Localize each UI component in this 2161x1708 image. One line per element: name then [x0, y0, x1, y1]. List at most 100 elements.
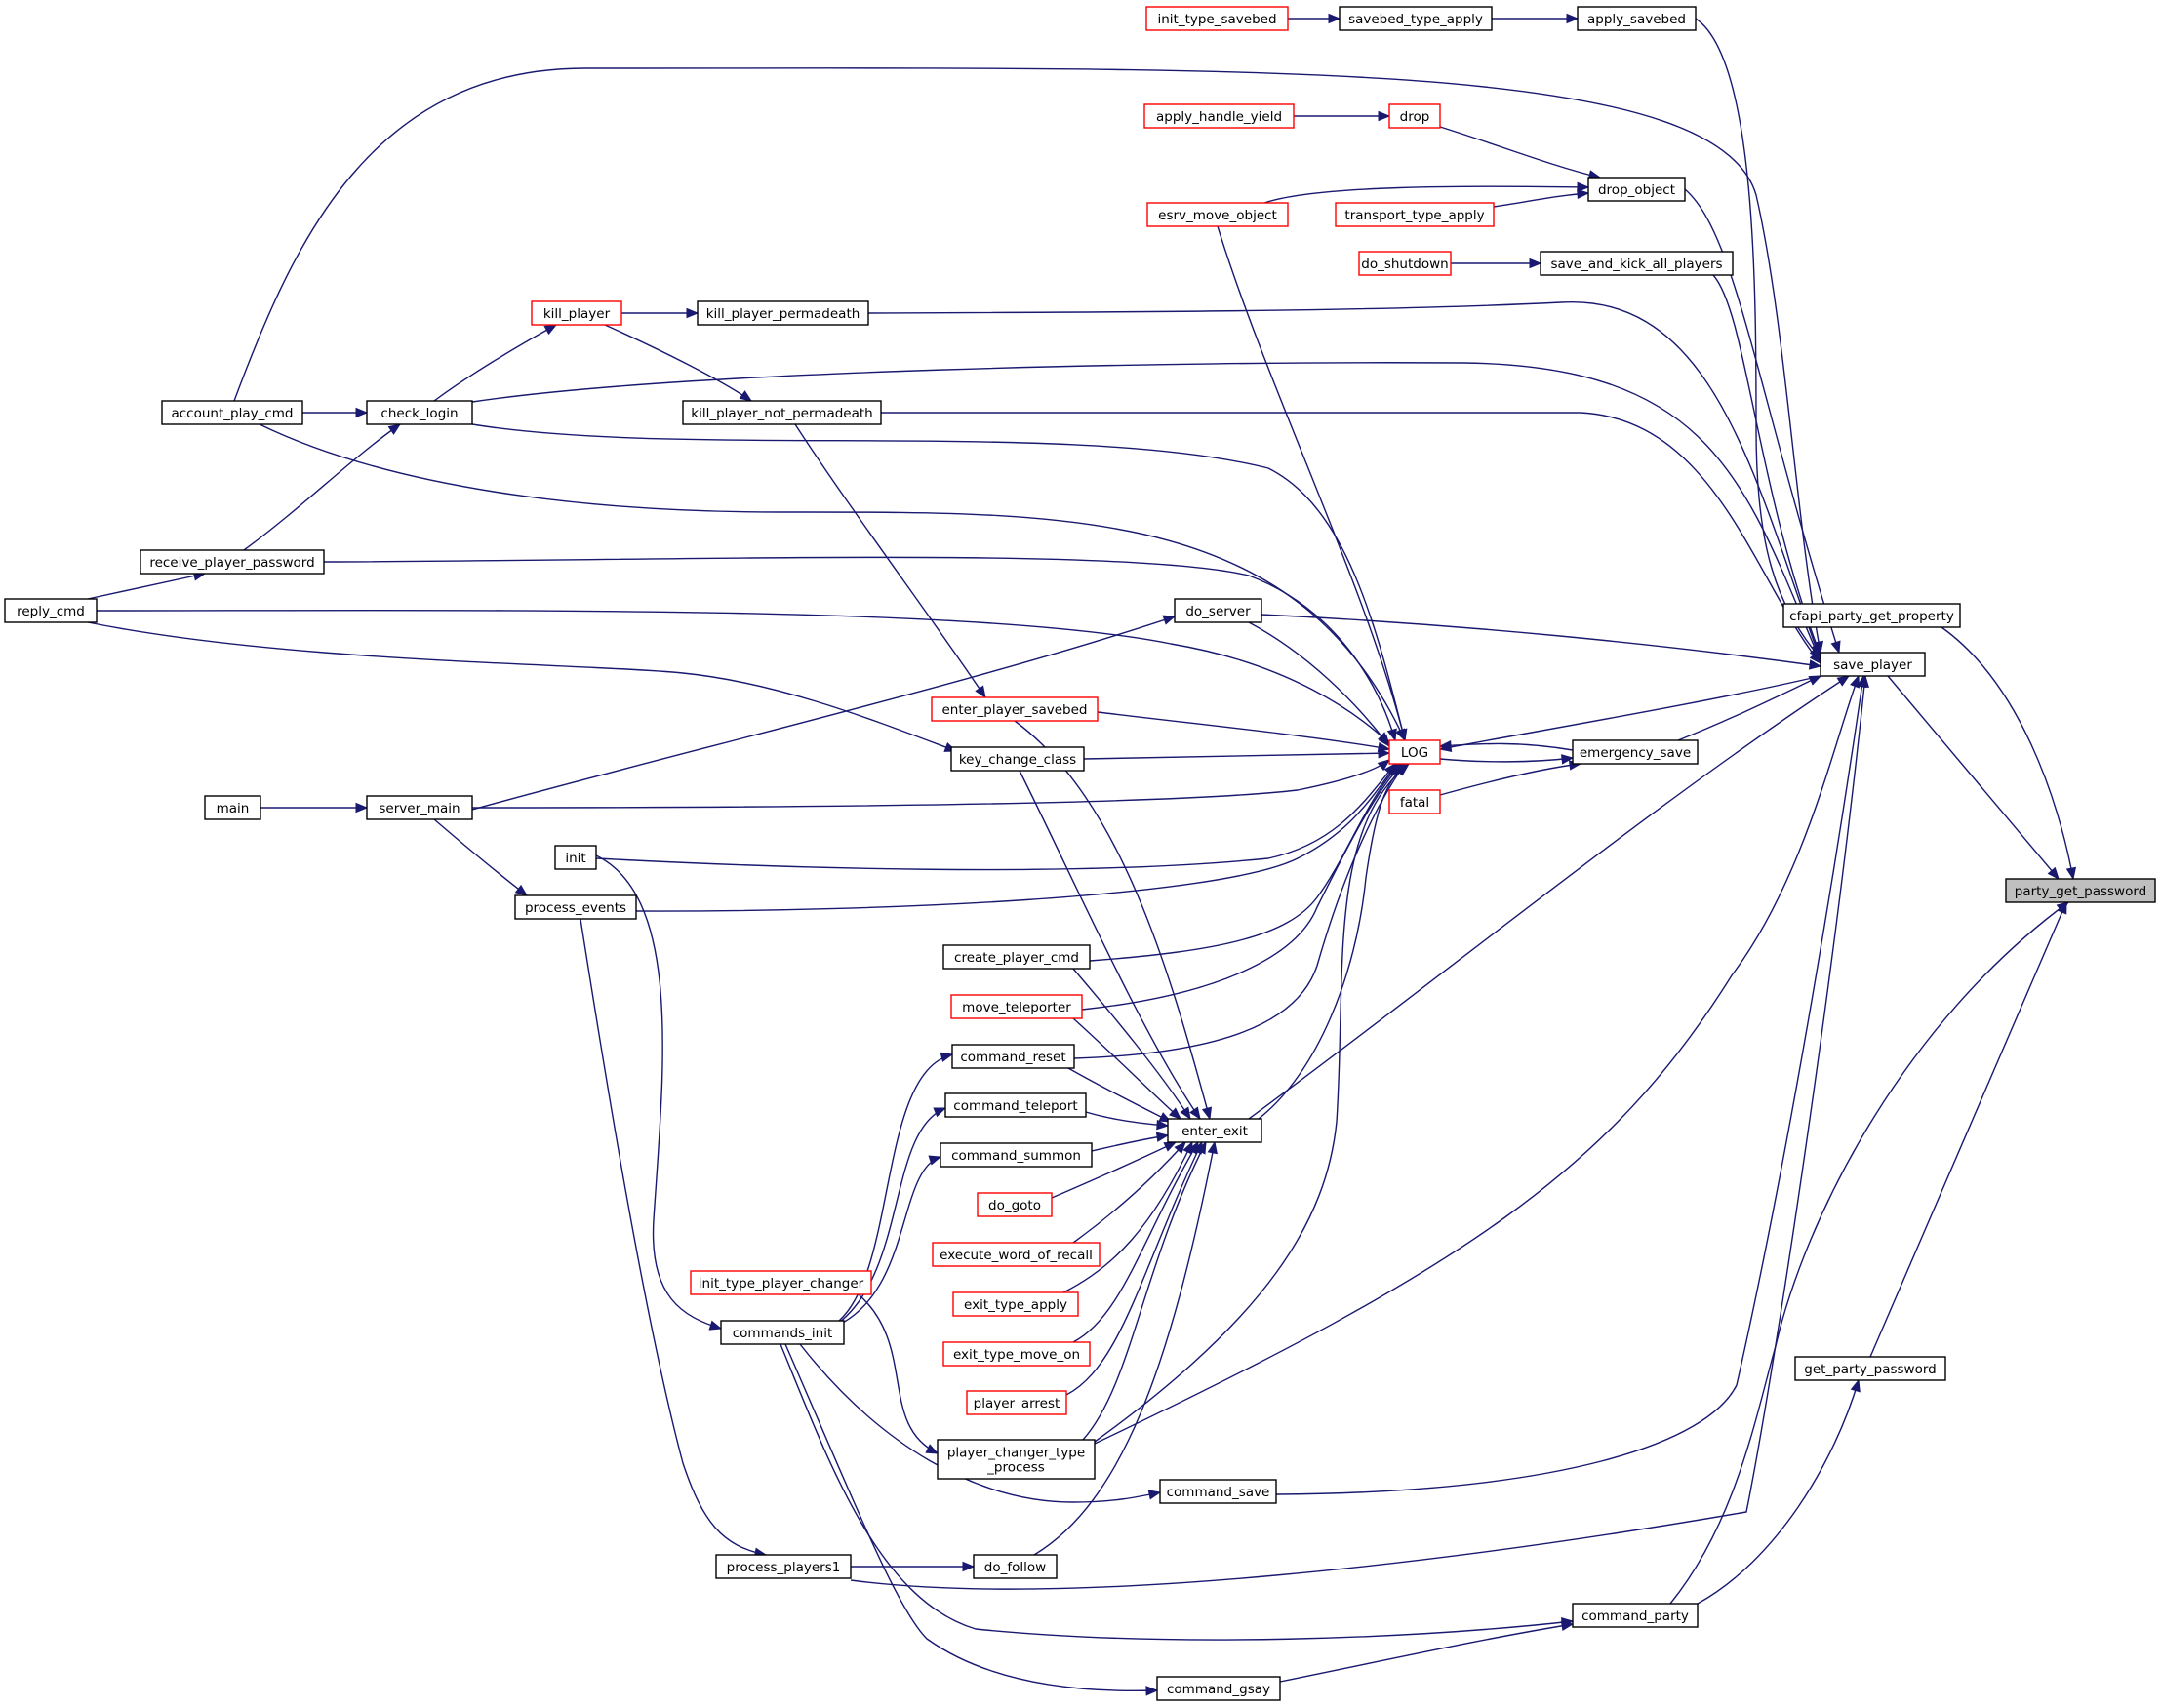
node-save-player[interactable]: save_player — [1820, 652, 1926, 677]
node-init-type-player-changer[interactable]: init_type_player_changer — [690, 1270, 872, 1295]
edge-account_play_cmd-to-LOG — [259, 423, 1406, 742]
node-key-change-class[interactable]: key_change_class — [950, 746, 1085, 772]
node-execute-word-of-recall[interactable]: execute_word_of_recall — [932, 1242, 1101, 1267]
node-label: fatal — [1400, 795, 1429, 811]
node-box — [1358, 251, 1452, 276]
edge-process_events-to-process_players1 — [580, 918, 768, 1558]
arrowhead-icon — [925, 1444, 940, 1454]
edge-cfapi_party_get_property-to-party_get_password — [1941, 626, 2077, 881]
node-do-follow[interactable]: do_follow — [973, 1554, 1058, 1579]
node-box — [1388, 789, 1441, 814]
edge-do_server-to-save_player — [1261, 614, 1822, 670]
node-commands-init[interactable]: commands_init — [720, 1320, 845, 1345]
arrowhead-icon — [1397, 728, 1408, 742]
node-enter-exit[interactable]: enter_exit — [1167, 1118, 1262, 1143]
node-box — [366, 795, 473, 820]
node-exit-type-apply[interactable]: exit_type_apply — [952, 1291, 1079, 1317]
node-label: command_teleport — [953, 1098, 1077, 1114]
edge-commands_init-to-command_summon — [838, 1155, 942, 1326]
edge-line — [1684, 188, 1840, 654]
node-drop[interactable]: drop — [1388, 103, 1441, 129]
node-label: receive_player_password — [149, 555, 314, 571]
node-move-teleporter[interactable]: move_teleporter — [950, 994, 1083, 1019]
node-server-main[interactable]: server_main — [366, 795, 473, 820]
node-player-arrest[interactable]: player_arrest — [966, 1390, 1067, 1415]
arrowhead-icon — [1808, 659, 1822, 670]
arrowhead-icon — [1850, 674, 1860, 689]
edge-line — [784, 1343, 1158, 1692]
arrowhead-icon — [708, 1320, 723, 1331]
node-kill-player-permadeath[interactable]: kill_player_permadeath — [697, 300, 869, 326]
edge-init-to-commands_init — [595, 854, 723, 1331]
node-process-events[interactable]: process_events — [514, 894, 637, 920]
node-do-shutdown[interactable]: do_shutdown — [1358, 251, 1452, 276]
node-kill-player[interactable]: kill_player — [531, 300, 622, 326]
edge-line — [1439, 757, 1574, 763]
edge-line — [1712, 274, 1821, 656]
node-label: player_changer_type — [947, 1446, 1085, 1461]
edge-line — [580, 918, 767, 1556]
node-do-server[interactable]: do_server — [1174, 598, 1262, 623]
node-get-party-password[interactable]: get_party_password — [1794, 1356, 1946, 1381]
arrowhead-icon — [1168, 1107, 1181, 1120]
node-apply-handle-yield[interactable]: apply_handle_yield — [1143, 103, 1295, 129]
node-player-changer-type-process[interactable]: player_changer_type_process — [937, 1439, 1096, 1480]
edge-line — [635, 763, 1398, 912]
node-box — [690, 1270, 872, 1295]
edge-line — [96, 609, 1390, 744]
edge-line — [1072, 1141, 1186, 1244]
node-label: party_get_password — [2015, 884, 2146, 899]
node-account-play-cmd[interactable]: account_play_cmd — [161, 400, 303, 425]
edge-init_type_savebed-to-savebed_type_apply — [1288, 13, 1341, 24]
node-drop-object[interactable]: drop_object — [1587, 177, 1686, 202]
node-main[interactable]: main — [204, 795, 261, 820]
node-command-gsay[interactable]: command_gsay — [1156, 1676, 1281, 1701]
node-command-summon[interactable]: command_summon — [940, 1142, 1093, 1168]
arrowhead-icon — [1836, 675, 1851, 687]
node-apply-savebed[interactable]: apply_savebed — [1577, 6, 1697, 31]
node-LOG[interactable]: LOG — [1388, 739, 1441, 765]
edge-line — [1439, 763, 1581, 796]
node-create-player-cmd[interactable]: create_player_cmd — [942, 944, 1091, 970]
node-command-save[interactable]: command_save — [1159, 1479, 1277, 1504]
node-check-login[interactable]: check_login — [366, 400, 473, 425]
node-init-type-savebed[interactable]: init_type_savebed — [1145, 6, 1289, 31]
edge-command_save-to-save_player — [1275, 674, 1867, 1495]
edge-line — [433, 324, 557, 402]
node-init[interactable]: init — [554, 845, 597, 870]
node-box — [950, 994, 1083, 1019]
node-label: do_follow — [984, 1560, 1046, 1575]
edge-apply_handle_yield-to-drop — [1294, 110, 1391, 122]
node-transport-type-apply[interactable]: transport_type_apply — [1335, 202, 1495, 227]
node-command-party[interactable]: command_party — [1572, 1603, 1699, 1628]
node-command-teleport[interactable]: command_teleport — [944, 1092, 1087, 1118]
arrowhead-icon — [1577, 181, 1590, 193]
edge-line — [1072, 968, 1191, 1120]
node-exit-type-move-on[interactable]: exit_type_move_on — [942, 1341, 1091, 1367]
node-kill-player-not-permadeath[interactable]: kill_player_not_permadeath — [682, 400, 882, 425]
node-esrv-move-object[interactable]: esrv_move_object — [1146, 202, 1289, 227]
arrowhead-icon — [739, 390, 753, 402]
node-savebed-type-apply[interactable]: savebed_type_apply — [1339, 6, 1493, 31]
edge-enter_exit-to-save_player — [1248, 675, 1851, 1120]
node-enter-player-savebed[interactable]: enter_player_savebed — [931, 696, 1099, 722]
node-label: command_summon — [951, 1148, 1081, 1164]
arrowhead-icon — [1809, 651, 1821, 665]
edge-drop_object-to-save_player — [1684, 188, 1841, 655]
node-emergency-save[interactable]: emergency_save — [1572, 739, 1699, 765]
edge-line — [595, 763, 1396, 871]
edge-init_type_player_changer-to-player_changer_type_process — [858, 1293, 940, 1454]
arrowhead-icon — [1174, 1141, 1186, 1155]
edge-line — [471, 423, 1406, 741]
arrowhead-icon — [686, 307, 700, 319]
arrowhead-icon — [933, 1107, 947, 1118]
node-command-reset[interactable]: command_reset — [951, 1044, 1075, 1069]
node-reply-cmd[interactable]: reply_cmd — [4, 598, 98, 623]
node-do-goto[interactable]: do_goto — [977, 1192, 1053, 1217]
node-process-players1[interactable]: process_players1 — [715, 1554, 852, 1579]
node-fatal[interactable]: fatal — [1388, 789, 1441, 814]
node-box — [715, 1554, 852, 1579]
node-cfapi-party-get-property[interactable]: cfapi_party_get_property — [1782, 603, 1961, 628]
node-save-and-kick-all-players[interactable]: save_and_kick_all_players — [1540, 251, 1734, 276]
node-receive-player-password[interactable]: receive_player_password — [140, 549, 325, 575]
